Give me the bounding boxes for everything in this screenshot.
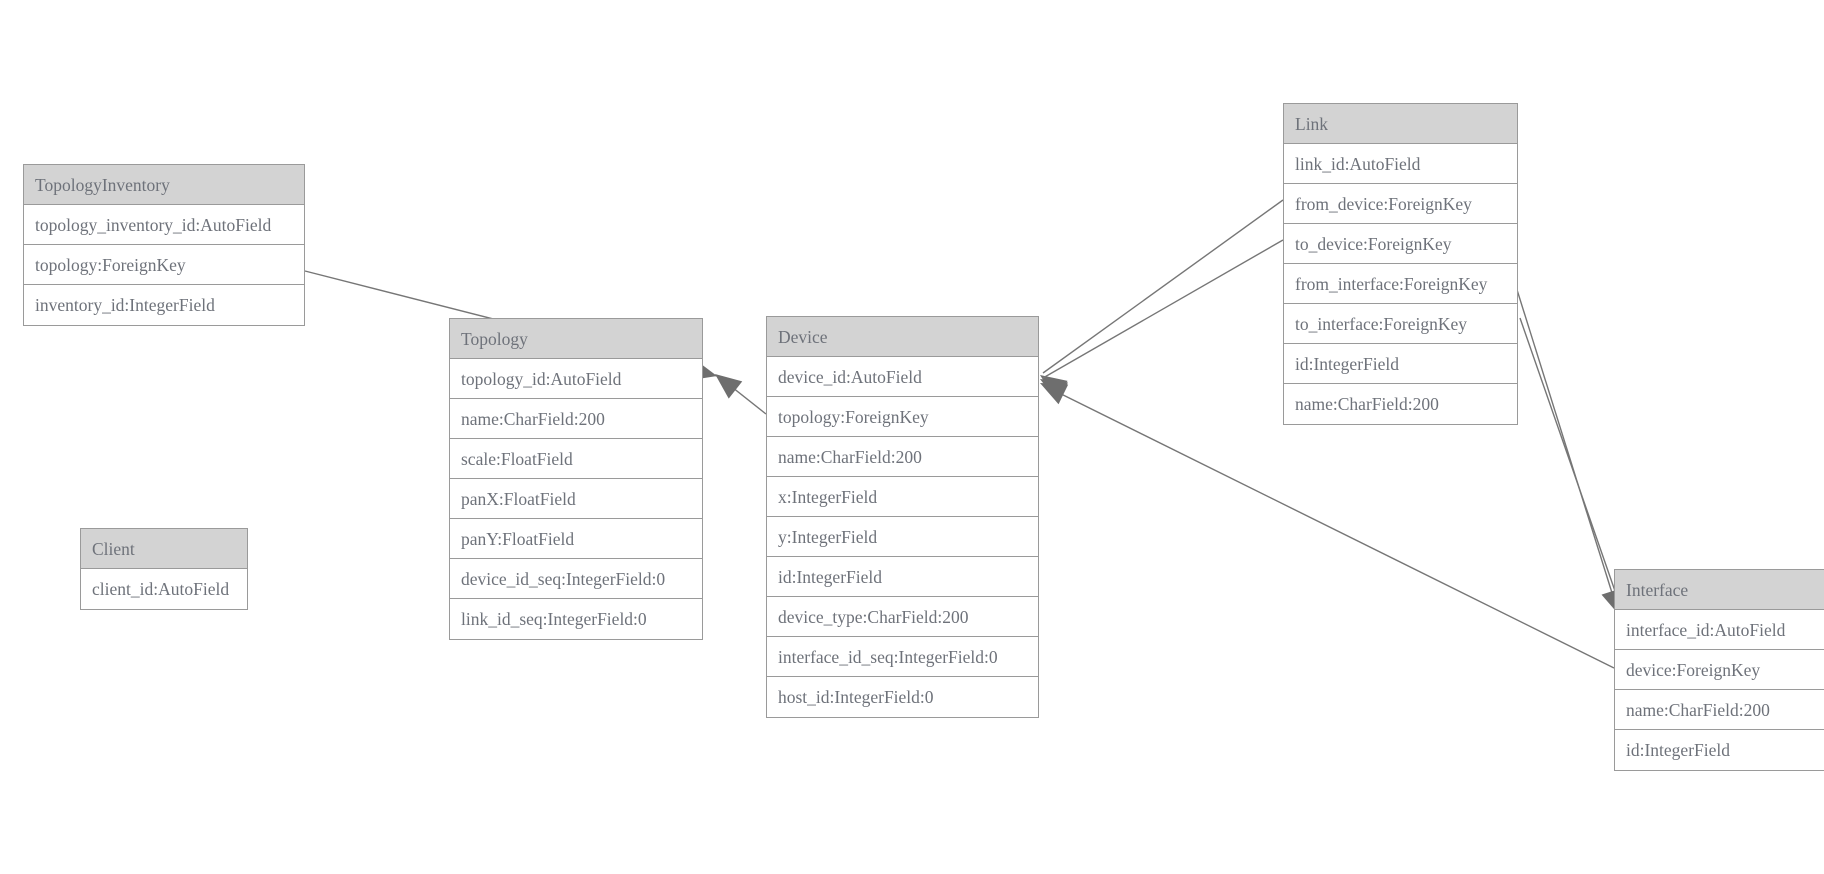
entity-field: from_device:ForeignKey — [1284, 184, 1517, 224]
entity-field: interface_id:AutoField — [1615, 610, 1824, 650]
relationship-device-topology — [715, 374, 767, 415]
relationship-line — [1042, 239, 1284, 379]
relationship-link-fromdevice — [1040, 199, 1284, 399]
relationship-line — [717, 375, 767, 415]
entity-title-topology: Topology — [450, 319, 702, 359]
entity-field: panX:FloatField — [450, 479, 702, 519]
entity-field: name:CharField:200 — [1284, 384, 1517, 424]
entity-field: topology:ForeignKey — [24, 245, 304, 285]
entity-field: name:CharField:200 — [1615, 690, 1824, 730]
entity-field: name:CharField:200 — [767, 437, 1038, 477]
entity-field: scale:FloatField — [450, 439, 702, 479]
entity-field: topology_id:AutoField — [450, 359, 702, 399]
entity-field: topology_inventory_id:AutoField — [24, 205, 304, 245]
entity-field: device_type:CharField:200 — [767, 597, 1038, 637]
entity-field: device_id:AutoField — [767, 357, 1038, 397]
entity-title-topology_inventory: TopologyInventory — [24, 165, 304, 205]
relationship-line — [1042, 384, 1615, 669]
relationship-arrowhead — [715, 374, 743, 399]
entity-field: id:IntegerField — [1284, 344, 1517, 384]
entity-field: host_id:IntegerField:0 — [767, 677, 1038, 717]
entity-field: topology:ForeignKey — [767, 397, 1038, 437]
relationship-line — [1512, 276, 1619, 613]
entity-field: to_interface:ForeignKey — [1284, 304, 1517, 344]
entity-field: from_interface:ForeignKey — [1284, 264, 1517, 304]
entity-field: client_id:AutoField — [81, 569, 247, 609]
relationship-link-todevice — [1040, 239, 1284, 402]
relationship-line — [1042, 199, 1284, 374]
entity-field: panY:FloatField — [450, 519, 702, 559]
entity-title-client: Client — [81, 529, 247, 569]
relationship-link-frominterface — [1512, 276, 1623, 616]
entity-title-interface: Interface — [1615, 570, 1824, 610]
entity-field: interface_id_seq:IntegerField:0 — [767, 637, 1038, 677]
entity-field: inventory_id:IntegerField — [24, 285, 304, 325]
entity-field: y:IntegerField — [767, 517, 1038, 557]
entity-field: id:IntegerField — [767, 557, 1038, 597]
entity-field: device_id_seq:IntegerField:0 — [450, 559, 702, 599]
entity-field: id:IntegerField — [1615, 730, 1824, 770]
relationship-arrowhead — [1040, 383, 1069, 405]
relationship-line — [1519, 317, 1624, 615]
entity-field: link_id_seq:IntegerField:0 — [450, 599, 702, 639]
entity-title-link: Link — [1284, 104, 1517, 144]
entity-field: x:IntegerField — [767, 477, 1038, 517]
entity-field: to_device:ForeignKey — [1284, 224, 1517, 264]
entity-field: name:CharField:200 — [450, 399, 702, 439]
entity-title-device: Device — [767, 317, 1038, 357]
relationship-arrowhead — [1040, 379, 1069, 402]
entity-field: device:ForeignKey — [1615, 650, 1824, 690]
entity-field: link_id:AutoField — [1284, 144, 1517, 184]
